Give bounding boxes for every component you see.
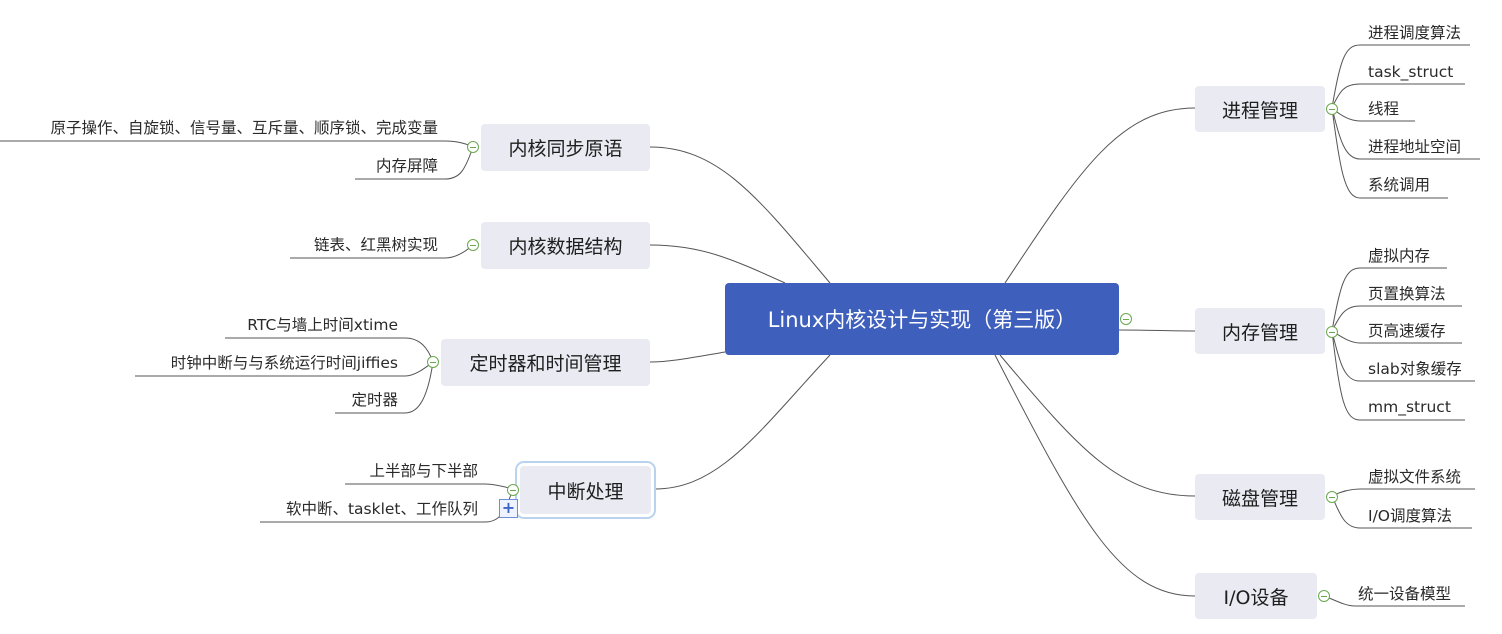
leaf-process[interactable]: 系统调用: [1368, 176, 1431, 194]
branch-disk[interactable]: 磁盘管理: [1195, 474, 1325, 520]
leaf-disk[interactable]: 虚拟文件系统: [1368, 468, 1462, 486]
collapse-icon[interactable]: [1326, 491, 1338, 503]
leaf-timer[interactable]: 定时器: [351, 391, 398, 409]
collapse-icon[interactable]: [467, 141, 479, 153]
branch-label: 内核数据结构: [508, 236, 623, 258]
leaf-sync[interactable]: 原子操作、自旋锁、信号量、互斥量、顺序锁、完成变量: [50, 119, 438, 137]
branch-label: 中断处理: [547, 480, 624, 503]
leaf-interrupt[interactable]: 上半部与下半部: [369, 462, 478, 480]
root-label: Linux内核设计与实现（第三版）: [767, 308, 1077, 332]
leaf-disk[interactable]: I/O调度算法: [1368, 507, 1452, 525]
leaf-process[interactable]: 进程调度算法: [1368, 24, 1462, 42]
leaf-interrupt[interactable]: 软中断、tasklet、工作队列: [285, 500, 478, 518]
branch-label: 内核同步原语: [508, 138, 623, 160]
leaf-io[interactable]: 统一设备模型: [1358, 585, 1452, 603]
collapse-icon[interactable]: [507, 484, 519, 496]
branch-label: 定时器和时间管理: [469, 353, 622, 375]
branch-sync[interactable]: 内核同步原语: [481, 124, 650, 171]
branch-label: 内存管理: [1221, 321, 1298, 344]
branch-timer[interactable]: 定时器和时间管理: [441, 339, 650, 386]
leaf-timer[interactable]: RTC与墙上时间xtime: [247, 316, 398, 334]
leaf-datastruct[interactable]: 链表、红黑树实现: [313, 236, 438, 254]
branch-interrupt[interactable]: 中断处理: [515, 461, 656, 519]
leaf-timer[interactable]: 时钟中断与与系统运行时间jiffies: [170, 354, 398, 372]
branch-datastruct[interactable]: 内核数据结构: [481, 222, 650, 269]
collapse-icon[interactable]: [1318, 590, 1330, 602]
branch-label: 进程管理: [1221, 99, 1298, 122]
leaf-memory[interactable]: 页高速缓存: [1368, 322, 1446, 340]
collapse-icon[interactable]: [1326, 326, 1338, 338]
root-collapse-icon[interactable]: [1120, 313, 1132, 325]
leaf-process[interactable]: task_struct: [1368, 63, 1454, 81]
branch-io[interactable]: I/O设备: [1195, 573, 1317, 619]
collapse-icon[interactable]: [467, 239, 479, 251]
leaf-memory[interactable]: 虚拟内存: [1368, 247, 1431, 265]
add-topic-icon[interactable]: +: [499, 499, 518, 518]
leaf-memory[interactable]: mm_struct: [1368, 398, 1451, 416]
branch-label: 磁盘管理: [1221, 487, 1298, 510]
leaf-sync[interactable]: 内存屏障: [375, 157, 438, 175]
leaf-process[interactable]: 线程: [1368, 100, 1400, 118]
collapse-icon[interactable]: [1326, 103, 1338, 115]
leaf-process[interactable]: 进程地址空间: [1368, 138, 1462, 156]
collapse-icon[interactable]: [427, 356, 439, 368]
leaf-memory[interactable]: slab对象缓存: [1368, 360, 1462, 378]
branch-memory[interactable]: 内存管理: [1195, 308, 1325, 354]
leaf-memory[interactable]: 页置换算法: [1368, 285, 1446, 303]
branch-process[interactable]: 进程管理: [1195, 86, 1325, 132]
root-node[interactable]: Linux内核设计与实现（第三版）: [725, 283, 1119, 355]
branch-label: I/O设备: [1223, 586, 1289, 609]
